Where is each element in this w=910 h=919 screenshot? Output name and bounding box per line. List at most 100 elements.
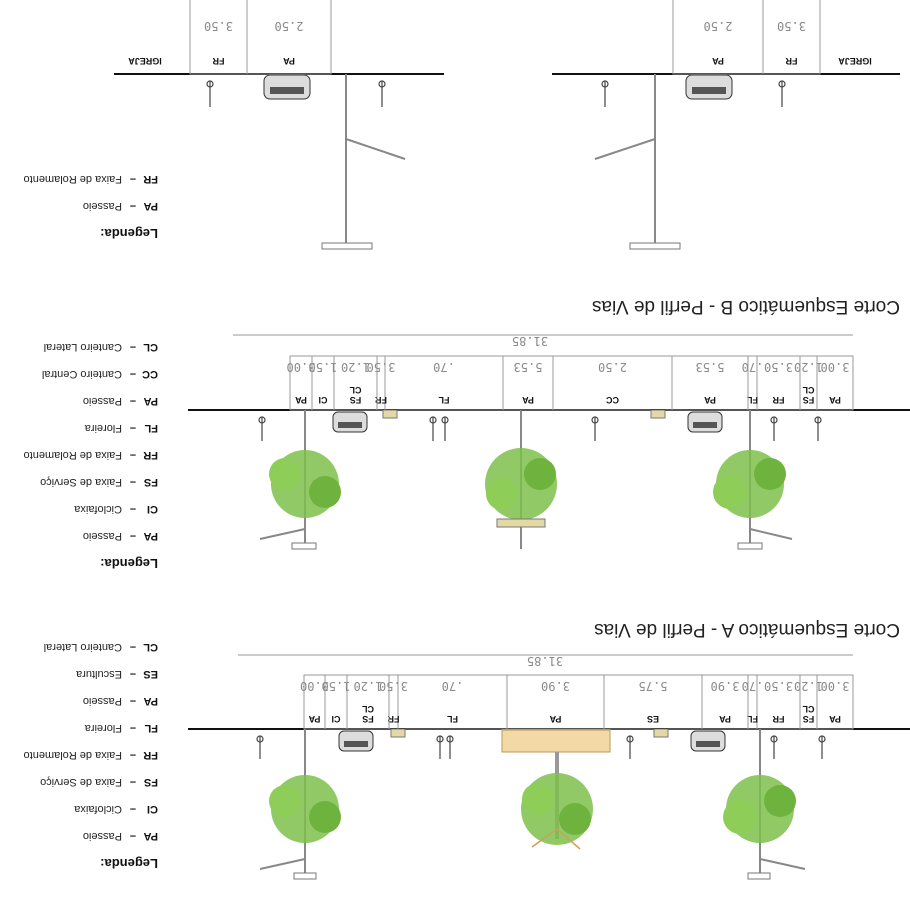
segment-dim: 3.90 <box>541 679 570 693</box>
legend-text: Floreira <box>84 422 122 434</box>
segment-dim: 3.50 <box>204 19 233 33</box>
segment-dim: 3.90 <box>711 679 740 693</box>
legend-text: Passeio <box>83 395 122 407</box>
segment-dim: 3.50 <box>367 360 396 374</box>
segment-code: CL <box>349 385 361 395</box>
tree-b-right <box>259 410 341 550</box>
pedestrians-b <box>258 416 822 441</box>
legend-code: FR <box>143 449 158 461</box>
segment-dim: 5.53 <box>514 360 543 374</box>
segment-code: FL <box>747 395 758 405</box>
car-b-left <box>687 411 723 433</box>
legend-code: ES <box>143 668 158 680</box>
legend-dash: – <box>130 200 136 212</box>
segment-code: FR <box>772 714 784 724</box>
segment-dim: 3.00 <box>821 679 850 693</box>
segment-code: PA <box>522 395 534 405</box>
legend-c-heading: Legenda: <box>100 226 158 241</box>
segments-a: PA3.00FSCL1.20FR3.50FL.70PA3.90ES5.75PA3… <box>300 674 854 730</box>
legend-text: Faixa de Rolamento <box>24 449 122 461</box>
segment-dim: .70 <box>742 360 764 374</box>
segment-dim: 3.00 <box>821 360 850 374</box>
segment-code: CI <box>332 714 341 724</box>
segment-code: FR <box>375 395 387 405</box>
segment-dim: 2.50 <box>598 360 627 374</box>
section-a: PA3.00FSCL1.20FR3.50FL.70PA3.90ES5.75PA3… <box>24 619 910 880</box>
legend-dash: – <box>130 668 136 680</box>
legend-text: Faixa de Rolamento <box>24 749 122 761</box>
segments-b: PA3.00FSCL1.20FR3.50FL.70PA5.53CC2.50PA5… <box>287 355 854 411</box>
legend-dash: – <box>130 422 136 434</box>
legend-dash: – <box>130 695 136 707</box>
tree-a-right <box>259 729 341 880</box>
legend-dash: – <box>130 341 136 353</box>
segment-code: PA <box>308 714 320 724</box>
segment-code: FR <box>387 714 399 724</box>
legend-text: Passeio <box>83 695 122 707</box>
legend-text: Faixa de Serviço <box>40 776 122 788</box>
section-a-title: Corte Esquemático A - Perfil de Vias <box>594 619 900 640</box>
segment-dim: 3.00 <box>300 679 329 693</box>
lamp-c-right <box>321 74 406 250</box>
church-label-right: IGREJA <box>128 56 162 66</box>
planter-a-2 <box>390 728 406 738</box>
segment-code: FS <box>803 395 815 405</box>
segment-dim: 3.50 <box>764 679 793 693</box>
lamp-c-left <box>594 74 681 250</box>
legend-text: Ciclofaixa <box>73 503 122 515</box>
segment-code: FL <box>447 714 458 724</box>
segment-dim: 3.00 <box>287 360 316 374</box>
legend-code: FL <box>144 722 158 734</box>
legend-code: PA <box>143 695 158 707</box>
legend-text: Floreira <box>84 722 122 734</box>
segment-box <box>289 355 313 411</box>
car-c-right <box>263 74 311 100</box>
segment-code: FL <box>438 395 449 405</box>
segment-dim: 1.50 <box>309 360 338 374</box>
segment-box <box>303 674 326 730</box>
segment-code: FR <box>785 56 797 66</box>
legend-text: Passeio <box>83 530 122 542</box>
legend-dash: – <box>130 449 136 461</box>
segment-code: FL <box>747 714 758 724</box>
legend-text: Faixa de Serviço <box>40 476 122 488</box>
segment-dim: 1.20 <box>341 360 370 374</box>
segment-dim: 2.50 <box>704 19 733 33</box>
segment-code: CL <box>802 385 814 395</box>
legend-dash: – <box>130 830 136 842</box>
car-c-left <box>685 74 733 100</box>
legend-code: FR <box>143 173 158 185</box>
legend-b-heading: Legenda: <box>100 556 158 571</box>
section-b-title: Corte Esquemático B - Perfil de Vias <box>592 296 900 317</box>
segment-code: CI <box>319 395 328 405</box>
planter-b-2 <box>382 409 398 419</box>
legend-dash: – <box>130 776 136 788</box>
church-label-left: IGREJA <box>838 56 872 66</box>
section-b: PA3.00FSCL1.20FR3.50FL.70PA5.53CC2.50PA5… <box>24 296 910 571</box>
segment-code: FR <box>212 56 224 66</box>
segment-dim: .70 <box>442 679 464 693</box>
legend-text: Ciclofaixa <box>73 803 122 815</box>
total-dim-b: 31.85 <box>512 334 548 348</box>
total-dim-a: 31.85 <box>527 654 563 668</box>
segment-code: PA <box>829 395 841 405</box>
legend-code: PA <box>143 395 158 407</box>
legend-code: CC <box>142 368 158 380</box>
segment-dim: 1.50 <box>322 679 351 693</box>
segment-box <box>189 0 248 75</box>
legend-code: CI <box>147 503 158 515</box>
planter-a-1 <box>653 728 669 738</box>
legend-b: Legenda: PA–PasseioCI–CiclofaixaFS–Faixa… <box>24 341 158 571</box>
segment-code: PA <box>719 714 731 724</box>
legend-dash: – <box>130 173 136 185</box>
legend-dash: – <box>130 749 136 761</box>
legend-dash: – <box>130 503 136 515</box>
segment-code: FR <box>772 395 784 405</box>
planter-b-1 <box>650 409 666 419</box>
legend-text: Canteiro Lateral <box>44 641 122 653</box>
tree-a-center <box>521 773 593 850</box>
